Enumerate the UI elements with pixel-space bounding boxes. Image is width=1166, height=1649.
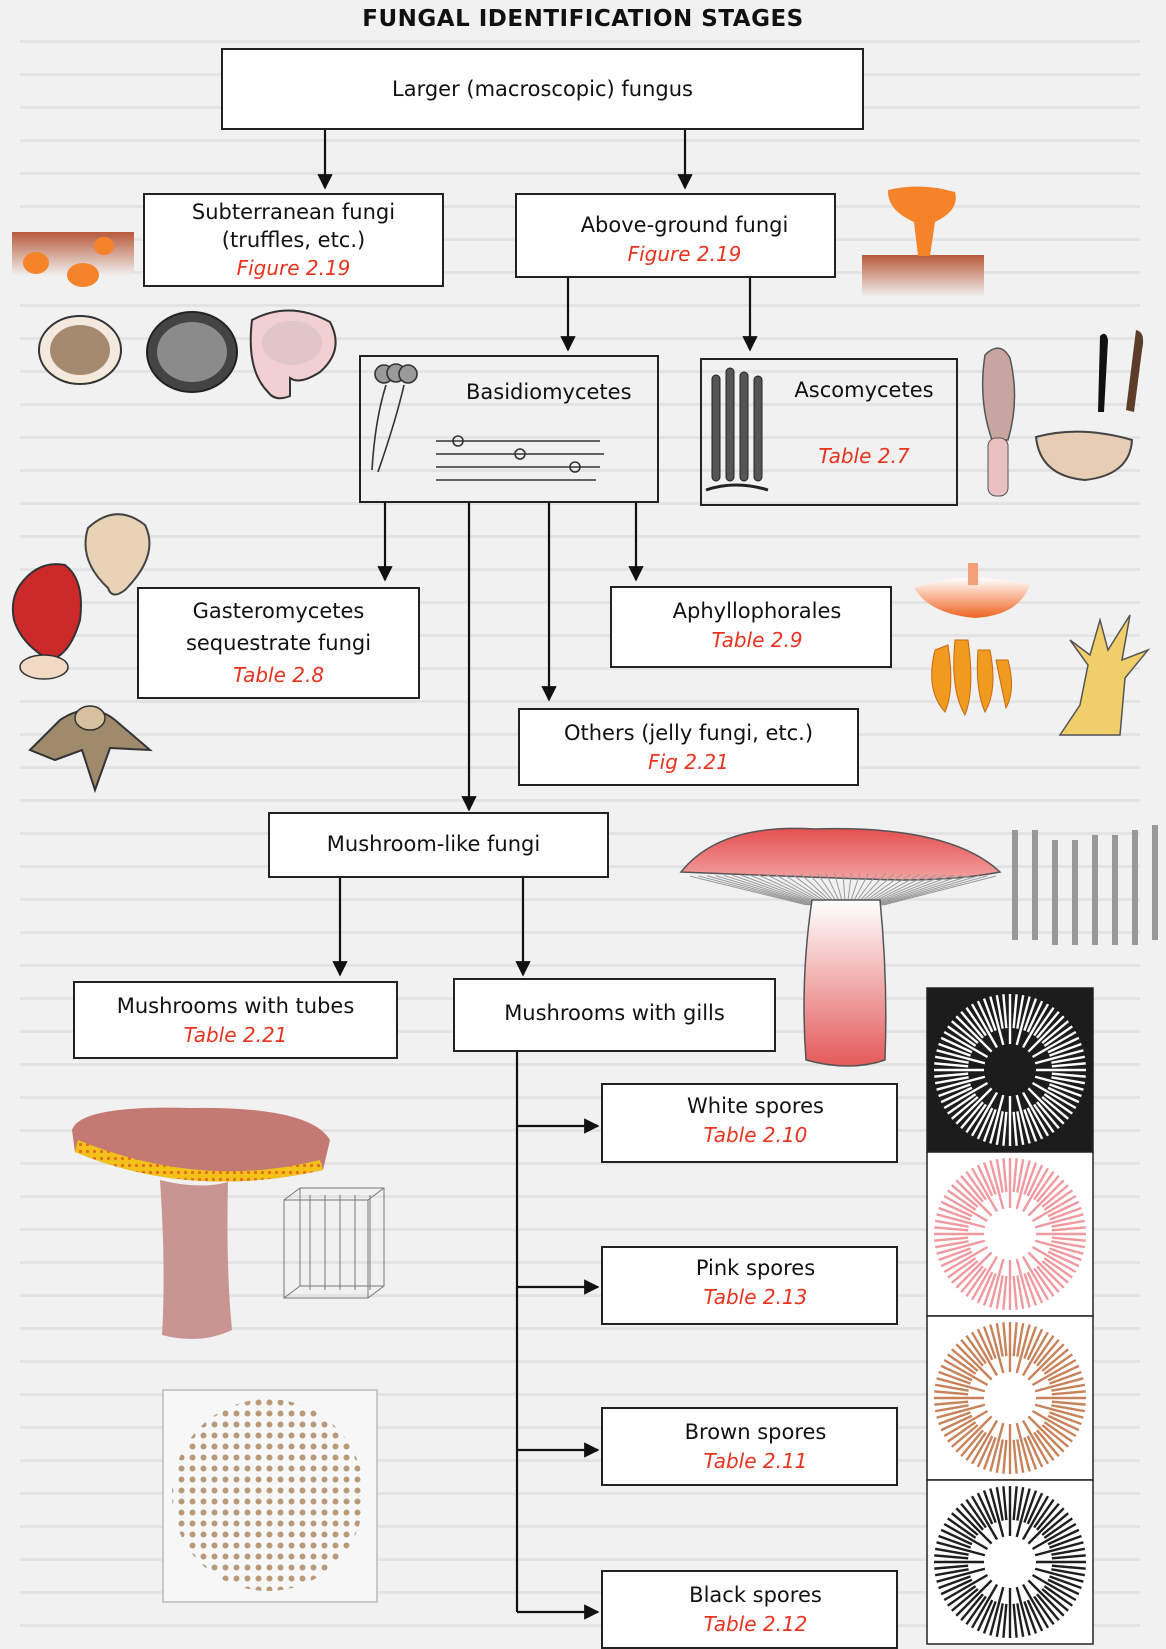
bracket-and-coral-fungus-icon [914,563,1148,735]
brown-spores-box: Brown spores Table 2.11 [601,1407,898,1486]
gasteromycetes-label: Gasteromycetes [139,595,418,627]
orange-fungus-above-soil-icon [862,186,984,297]
bolete-with-tubes-icon [72,1108,330,1339]
aphyllophorales-label: Aphyllophorales [624,597,890,626]
brown-spores-label: Brown spores [615,1418,896,1447]
truffle-cross-sections-icon [39,310,336,398]
brown-spores-reference: Table 2.11 [615,1447,896,1476]
subterranean-label: Subterranean fungi [145,198,442,226]
aphyllophorales-box: Aphyllophorales Table 2.9 [610,586,892,668]
tube-block-icon [284,1188,384,1298]
root-label: Larger (macroscopic) fungus [223,75,862,104]
gasteromycetes-box: Gasteromycetes sequestrate fungi Table 2… [137,587,420,699]
puffball-and-stinkhorn-icon [13,514,150,790]
mushroomlike-box: Mushroom-like fungi [268,812,609,878]
orange-truffle-in-soil-icon [12,232,134,287]
subterranean-sublabel: (truffles, etc.) [145,226,442,254]
gasteromycetes-reference: Table 2.8 [139,659,418,691]
gills-label: Mushrooms with gills [455,999,774,1028]
others-reference: Fig 2.21 [520,748,857,777]
pink-spores-box: Pink spores Table 2.13 [601,1246,898,1325]
gills-box: Mushrooms with gills [453,978,776,1052]
ascomycetes-label: Ascomycetes [772,376,956,405]
aphyllophorales-reference: Table 2.9 [624,626,890,655]
black-spores-box: Black spores Table 2.12 [601,1570,898,1649]
tubes-label: Mushrooms with tubes [75,992,396,1021]
ascomycetes-reference: Table 2.7 [772,442,956,471]
gill-section-icon [1015,825,1155,945]
gasteromycetes-sublabel: sequestrate fungi [139,627,418,659]
aboveground-box: Above-ground fungi Figure 2.19 [515,193,836,278]
basidiomycetes-label: Basidiomycetes [466,378,657,407]
pink-spore-print-icon [927,1152,1093,1316]
subterranean-box: Subterranean fungi (truffles, etc.) Figu… [143,193,444,287]
tubes-box: Mushrooms with tubes Table 2.21 [73,981,398,1059]
tubes-reference: Table 2.21 [75,1021,396,1050]
basidiomycetes-box: Basidiomycetes [359,355,659,503]
pore-surface-icon [163,1390,377,1602]
morel-and-cup-fungus-icon [983,330,1143,496]
root-box: Larger (macroscopic) fungus [221,48,864,130]
pink-spores-reference: Table 2.13 [615,1283,896,1312]
others-box: Others (jelly fungi, etc.) Fig 2.21 [518,708,859,786]
white-spores-box: White spores Table 2.10 [601,1083,898,1163]
aboveground-label: Above-ground fungi [535,211,834,240]
white-spores-label: White spores [615,1092,896,1121]
brown-spore-print-icon [927,1316,1093,1480]
aboveground-reference: Figure 2.19 [535,240,834,269]
black-spore-print-icon [927,1480,1093,1644]
subterranean-reference: Figure 2.19 [145,254,442,282]
ascomycetes-box: Ascomycetes Table 2.7 [700,358,958,506]
black-spores-reference: Table 2.12 [615,1610,896,1639]
black-spores-label: Black spores [615,1581,896,1610]
white-spore-print-icon [927,988,1093,1152]
others-label: Others (jelly fungi, etc.) [520,719,857,748]
pink-spores-label: Pink spores [615,1254,896,1283]
white-spores-reference: Table 2.10 [615,1121,896,1150]
mushroomlike-label: Mushroom-like fungi [270,830,597,859]
